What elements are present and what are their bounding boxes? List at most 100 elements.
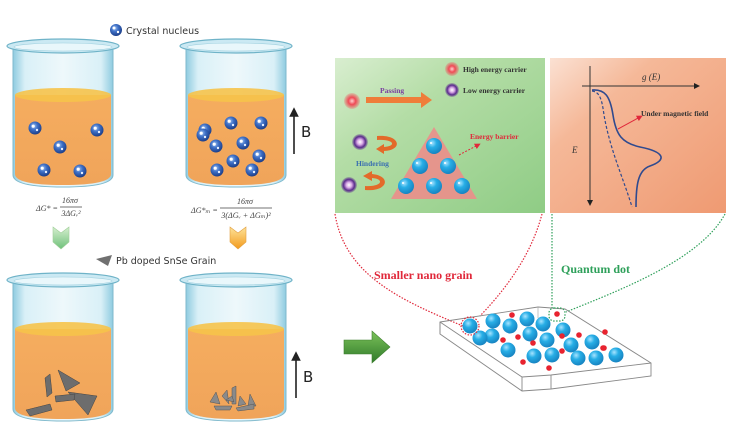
nano-grain bbox=[563, 337, 579, 353]
beaker-rim-inner bbox=[186, 276, 286, 286]
equation-left-numerator: 16πσ bbox=[62, 196, 79, 205]
crystal-nucleus bbox=[245, 163, 259, 177]
crystal-nucleus bbox=[196, 128, 210, 142]
nano-grain bbox=[398, 178, 414, 194]
beakers-group bbox=[6, 38, 293, 422]
nano-grain-highlight bbox=[458, 182, 460, 184]
energy-barrier-label: Energy barrier bbox=[470, 132, 519, 141]
y-axis-label: E bbox=[571, 145, 578, 155]
nano-grain bbox=[472, 330, 488, 346]
nano-grain-highlight bbox=[444, 162, 446, 164]
nano-grain bbox=[522, 326, 538, 342]
legend-crystal-nucleus-label: Crystal nucleus bbox=[126, 26, 199, 37]
nano-grain bbox=[539, 332, 555, 348]
smaller-nano-grain-label: Smaller nano grain bbox=[374, 268, 473, 282]
grain bbox=[67, 391, 98, 416]
legend-low-energy-label: Low energy carrier bbox=[463, 86, 526, 95]
equation-nucleation-barrier: ΔG* = 16πσ 3ΔGᵥ² bbox=[35, 196, 82, 218]
nano-grain bbox=[555, 322, 571, 338]
grain bbox=[225, 395, 235, 403]
nano-grain bbox=[412, 158, 428, 174]
x-axis-label: g (E) bbox=[642, 72, 660, 82]
field-label-top: B bbox=[301, 123, 311, 141]
liquid-surface bbox=[15, 322, 111, 336]
curve-label: Under magnetic field bbox=[641, 109, 709, 118]
nano-grain bbox=[526, 348, 542, 364]
hindering-arrow-icon bbox=[376, 135, 397, 154]
energy-filtering-panel: High energy carrier Low energy carrier P… bbox=[335, 58, 545, 213]
magnetic-field-arrow-bottom: B bbox=[291, 351, 313, 398]
beaker-field-grains bbox=[179, 272, 293, 422]
crystal-nucleus bbox=[53, 140, 67, 154]
quantum-dot bbox=[546, 365, 552, 371]
low-energy-carrier-icon bbox=[341, 177, 357, 193]
zoom-lines-quantum-dot bbox=[551, 213, 726, 313]
liquid-surface bbox=[15, 88, 111, 102]
chevron-down-green-icon bbox=[52, 226, 70, 250]
passing-label: Passing bbox=[380, 86, 404, 95]
dos-curve-magnetic-field bbox=[591, 89, 662, 208]
chevron-down-orange-icon bbox=[229, 226, 247, 250]
equation-left-lhs: ΔG* = bbox=[35, 204, 58, 213]
grain bbox=[44, 373, 53, 398]
liquid-surface bbox=[188, 88, 284, 102]
beaker-rim-inner bbox=[186, 42, 286, 52]
grain bbox=[25, 403, 53, 417]
energy-barrier-triangle bbox=[391, 127, 477, 199]
quantum-dot bbox=[559, 348, 565, 354]
crystal-nucleus bbox=[226, 154, 240, 168]
field-label-bottom: B bbox=[303, 368, 313, 386]
hindering-arrow-icon bbox=[363, 171, 385, 191]
legend-low-energy-carrier: Low energy carrier bbox=[445, 83, 526, 97]
nano-grain bbox=[519, 311, 535, 327]
high-energy-carrier-icon bbox=[445, 62, 459, 76]
nano-grain bbox=[544, 347, 560, 363]
nano-grain bbox=[454, 178, 470, 194]
equation-right-numerator: 16πσ bbox=[237, 197, 254, 206]
nano-grain bbox=[484, 328, 500, 344]
grain bbox=[237, 395, 247, 407]
quantum-dot bbox=[559, 333, 565, 339]
liquid-surface bbox=[188, 322, 284, 336]
legend-grain-label: Pb doped SnSe Grain bbox=[116, 256, 216, 267]
quantum-dot-label: Quantum dot bbox=[561, 262, 630, 276]
equation-magnetic-nucleation-barrier: ΔG*ₘ = 16πσ 3(ΔGᵥ + ΔGₘ)² bbox=[190, 197, 272, 220]
nano-grain-highlight bbox=[430, 142, 432, 144]
nano-grain bbox=[502, 318, 518, 334]
crystal-nucleus bbox=[254, 116, 268, 130]
beaker-field-nuclei bbox=[179, 38, 293, 188]
nano-grain-highlight bbox=[416, 162, 418, 164]
quantum-dot bbox=[520, 359, 526, 365]
quantum-dot-highlight-ring bbox=[548, 307, 566, 322]
passing-carrier: Passing bbox=[344, 86, 432, 109]
legend-high-energy-label: High energy carrier bbox=[463, 65, 527, 74]
dos-curve-zero-field bbox=[591, 90, 633, 208]
nano-grain bbox=[485, 313, 501, 329]
quantum-dot bbox=[601, 345, 607, 351]
crystal-nucleus bbox=[37, 163, 51, 177]
nano-grain bbox=[608, 347, 624, 363]
grain bbox=[209, 391, 221, 405]
quantum-dot bbox=[509, 312, 515, 318]
density-of-states-panel: g (E) E Under magnetic field bbox=[550, 58, 726, 213]
nano-grain bbox=[426, 178, 442, 194]
quantum-dot bbox=[554, 311, 560, 317]
nano-grain-highlight bbox=[430, 182, 432, 184]
legend-crystal-nucleus: Crystal nucleus bbox=[110, 24, 199, 37]
crystal-nucleus bbox=[28, 121, 42, 135]
grain-wedge-icon bbox=[96, 255, 112, 266]
high-energy-carrier-icon bbox=[344, 93, 360, 109]
grain-highlight-ring bbox=[460, 316, 480, 336]
nano-grain-highlight bbox=[402, 182, 404, 184]
legend-high-energy-carrier: High energy carrier bbox=[445, 62, 527, 76]
zoom-lines-grain bbox=[334, 213, 543, 327]
equation-left-denominator: 3ΔGᵥ² bbox=[60, 209, 81, 218]
legend-grain: Pb doped SnSe Grain bbox=[96, 255, 216, 267]
low-energy-carrier-icon bbox=[352, 134, 368, 150]
quantum-dot bbox=[515, 334, 521, 340]
equation-right-denominator: 3(ΔGᵥ + ΔGₘ)² bbox=[220, 211, 271, 220]
crystal-nucleus-sphere-icon bbox=[110, 24, 122, 36]
crystal-nucleus bbox=[236, 136, 250, 150]
quantum-dot bbox=[500, 337, 506, 343]
grain bbox=[213, 405, 233, 411]
